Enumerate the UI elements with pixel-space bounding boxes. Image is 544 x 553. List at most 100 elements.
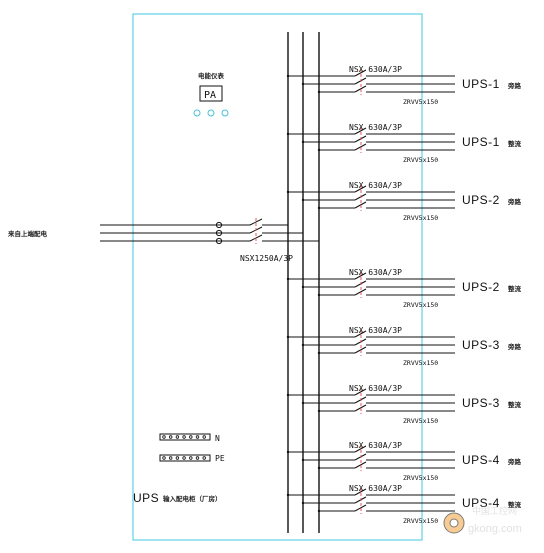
bus-junction — [301, 285, 305, 289]
terminal-dot — [162, 456, 166, 460]
feeder-target-label: UPS-1 — [462, 77, 500, 91]
bus-junction — [317, 509, 321, 513]
terminal-dot — [168, 456, 173, 460]
feeder-circuit: NSX 630A/3P ZRVV5x150 UPS-2 整流 — [286, 268, 522, 309]
incoming-lines — [100, 224, 250, 242]
feeder-cable-label: ZRVV5x150 — [403, 417, 438, 425]
breaker-contact — [354, 445, 367, 453]
breaker-contact — [354, 330, 367, 338]
feeder-cable-label: ZRVV5x150 — [403, 98, 438, 106]
bus-junction — [317, 148, 321, 152]
feeder-cable-label: ZRVV5x150 — [403, 517, 438, 525]
feeder-circuit: NSX 630A/3P ZRVV5x150 UPS-4 旁路 — [286, 441, 522, 482]
feeder-cable-label: ZRVV5x150 — [403, 474, 438, 482]
feeder-target-label: UPS-3 — [462, 338, 500, 352]
watermark: gkong.com 中国工控网 — [443, 505, 522, 535]
bus-junction — [301, 458, 305, 462]
bus-junction — [317, 90, 321, 94]
feeder-target-label: UPS-4 — [462, 496, 500, 510]
feeder-target-label: UPS-2 — [462, 193, 500, 207]
terminal-dot — [182, 456, 186, 460]
terminal-dot — [195, 456, 200, 460]
feeder-type-label: 整流 — [508, 284, 522, 293]
bus-junction — [301, 140, 305, 144]
feeder-breaker-label: NSX 630A/3P — [349, 441, 402, 450]
bus-junction — [301, 401, 305, 405]
feeder-breaker-label: NSX 630A/3P — [349, 326, 402, 335]
bus-junction — [286, 277, 290, 281]
main-breaker-label: NSX1250A/3P — [240, 254, 293, 263]
bus-junction — [301, 198, 305, 202]
terminal-dot — [175, 456, 180, 460]
main-bus-bars — [287, 32, 320, 533]
feeder-type-label: 旁路 — [507, 81, 522, 90]
main-breaker-symbol — [249, 218, 319, 244]
bus-junction — [286, 393, 290, 397]
terminal-dot — [175, 435, 180, 439]
feeder-type-label: 整流 — [508, 139, 522, 148]
bus-junction — [317, 466, 321, 470]
bus-junction — [301, 82, 305, 86]
breaker-contact — [354, 69, 367, 77]
terminal-dot — [168, 435, 173, 439]
feeder-cable-label: ZRVV5x150 — [403, 301, 438, 309]
feeder-target-label: UPS-2 — [462, 280, 500, 294]
bus-junction — [317, 293, 321, 297]
bus-junction — [317, 206, 321, 210]
neutral-bar — [159, 433, 211, 441]
feeder-type-label: 整流 — [508, 400, 522, 409]
bus-junction — [286, 450, 290, 454]
bus-junction — [317, 351, 321, 355]
feeder-target-label: UPS-4 — [462, 453, 500, 467]
feeder-breaker-label: NSX 630A/3P — [349, 181, 402, 190]
feeder-circuit: NSX 630A/3P ZRVV5x150 UPS-1 旁路 — [286, 65, 522, 106]
earth-label: PE — [215, 454, 225, 463]
terminal-dot — [195, 435, 200, 439]
feeder-circuit: NSX 630A/3P ZRVV5x150 UPS-4 整流 — [286, 484, 522, 525]
meter-indicators — [193, 109, 229, 117]
terminal-dot — [202, 435, 206, 439]
terminal-dot — [162, 435, 166, 439]
bus-junction — [286, 190, 290, 194]
incoming-label: 来自上端配电 — [7, 229, 48, 238]
feeder-breaker-label: NSX 630A/3P — [349, 484, 402, 493]
feeder-breaker-label: NSX 630A/3P — [349, 65, 402, 74]
breaker-contact — [354, 127, 367, 135]
feeder-breaker-label: NSX 630A/3P — [349, 268, 402, 277]
terminal-dot — [189, 435, 193, 439]
feeder-circuit: NSX 630A/3P ZRVV5x150 UPS-2 旁路 — [286, 181, 522, 222]
breaker-contact — [354, 488, 367, 496]
watermark-badge: 中国工控网 — [472, 505, 517, 516]
meter-label: PA — [204, 90, 216, 101]
terminal-dot — [182, 435, 186, 439]
bus-junction — [301, 343, 305, 347]
bus-junction — [286, 74, 290, 78]
feeder-circuit: NSX 630A/3P ZRVV5x150 UPS-3 旁路 — [286, 326, 522, 367]
feeder-cable-label: ZRVV5x150 — [403, 214, 438, 222]
bus-junction — [286, 493, 290, 497]
cabinet-title-prefix: UPS — [133, 491, 159, 505]
feeder-type-label: 旁路 — [507, 457, 522, 466]
bus-junction — [301, 501, 305, 505]
feeder-target-label: UPS-1 — [462, 135, 500, 149]
earth-bar — [159, 454, 211, 462]
breaker-contact — [354, 272, 367, 280]
current-transformers — [215, 221, 223, 245]
watermark-site: gkong.com — [468, 523, 522, 535]
feeder-cable-label: ZRVV5x150 — [403, 359, 438, 367]
feeder-breaker-label: NSX 630A/3P — [349, 123, 402, 132]
cabinet-title-text: 输入配电柜（厂房） — [163, 494, 222, 503]
feeder-target-label: UPS-3 — [462, 396, 500, 410]
feeder-type-label: 旁路 — [507, 342, 522, 351]
terminal-dot — [202, 456, 206, 460]
feeder-type-label: 旁路 — [507, 197, 522, 206]
feeder-type-label: 整流 — [508, 500, 522, 509]
cabinet-frame — [132, 13, 423, 541]
neutral-label: N — [215, 434, 220, 443]
bus-junction — [286, 335, 290, 339]
